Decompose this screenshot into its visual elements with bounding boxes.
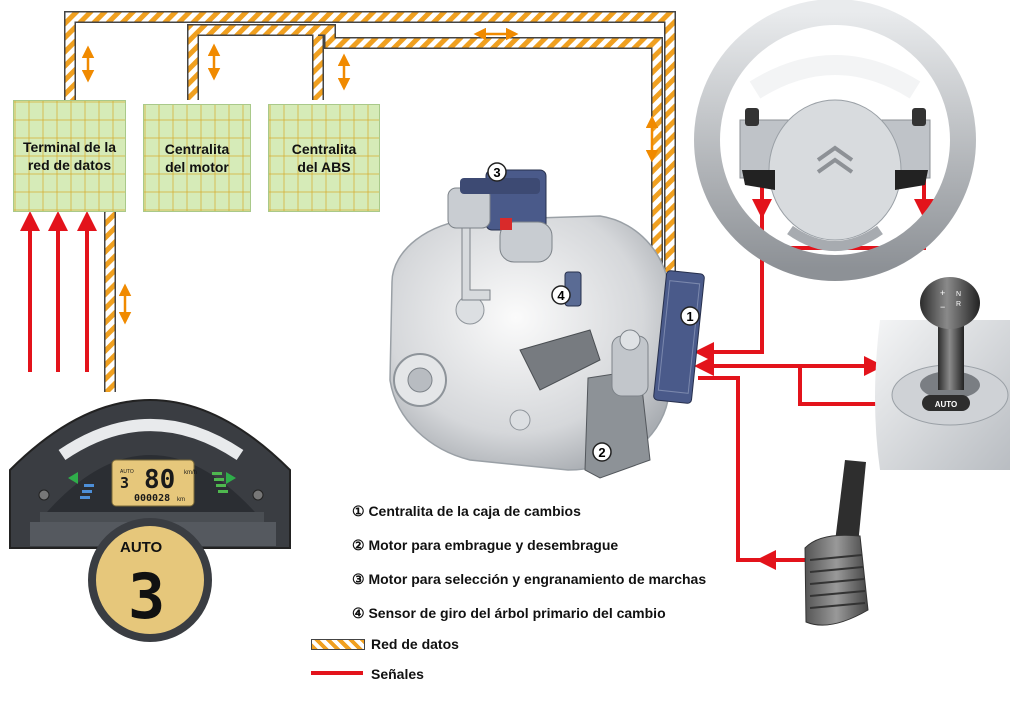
callout-4: 4	[551, 285, 571, 305]
steering-wheel-illustration	[694, 0, 976, 281]
legend-data-network-swatch	[311, 639, 365, 650]
abs-ecu-label: Centralita del ABS	[291, 141, 357, 175]
legend-item-3: ③ Motor para selección y engranamiento d…	[352, 571, 707, 587]
instrument-cluster: 80 km/h 3 AUTO 000028 km AUTO 3	[9, 399, 291, 642]
data-network-terminal-box: Terminal de la red de datos	[13, 100, 126, 212]
svg-text:AUTO: AUTO	[120, 539, 163, 556]
legend-signals-label: Señales	[371, 666, 424, 682]
svg-text:3: 3	[120, 474, 129, 492]
svg-text:AUTO: AUTO	[935, 400, 958, 409]
engine-ecu-box: Centralita del motor	[143, 104, 251, 212]
callout-1: 1	[680, 306, 700, 326]
gearbox-illustration	[389, 169, 705, 479]
accelerator-pedal-illustration	[804, 460, 869, 626]
legend-item-4: ④ Sensor de giro del árbol primario del …	[352, 605, 666, 621]
svg-text:3: 3	[493, 165, 500, 180]
callout-2: 2	[592, 442, 612, 462]
legend-item-2: ② Motor para embrague y desembrague	[352, 537, 619, 553]
svg-text:R: R	[956, 301, 961, 308]
legend-signals-swatch	[311, 671, 363, 675]
svg-text:80: 80	[144, 465, 175, 495]
svg-text:1: 1	[686, 309, 693, 324]
svg-text:3: 3	[128, 560, 165, 633]
svg-text:km/h: km/h	[184, 470, 197, 476]
svg-text:AUTO: AUTO	[120, 469, 134, 475]
engine-ecu-label: Centralita del motor	[164, 141, 230, 175]
svg-text:000028: 000028	[134, 493, 170, 504]
svg-text:4: 4	[557, 288, 565, 303]
svg-text:+: +	[940, 288, 945, 298]
legend-item-1: ① Centralita de la caja de cambios	[352, 503, 581, 519]
legend-data-network-label: Red de datos	[371, 636, 459, 652]
abs-ecu-box: Centralita del ABS	[268, 104, 380, 212]
svg-text:N: N	[956, 291, 961, 298]
svg-text:km: km	[177, 497, 185, 503]
callout-3: 3	[487, 162, 507, 182]
svg-text:−: −	[940, 302, 945, 312]
bus-arrows	[81, 27, 659, 325]
gear-shifter-illustration: AUTO + − N R	[875, 277, 1010, 470]
terminal-label: Terminal de la red de datos	[22, 139, 117, 173]
data-network-bus	[64, 11, 676, 392]
svg-text:2: 2	[598, 445, 605, 460]
